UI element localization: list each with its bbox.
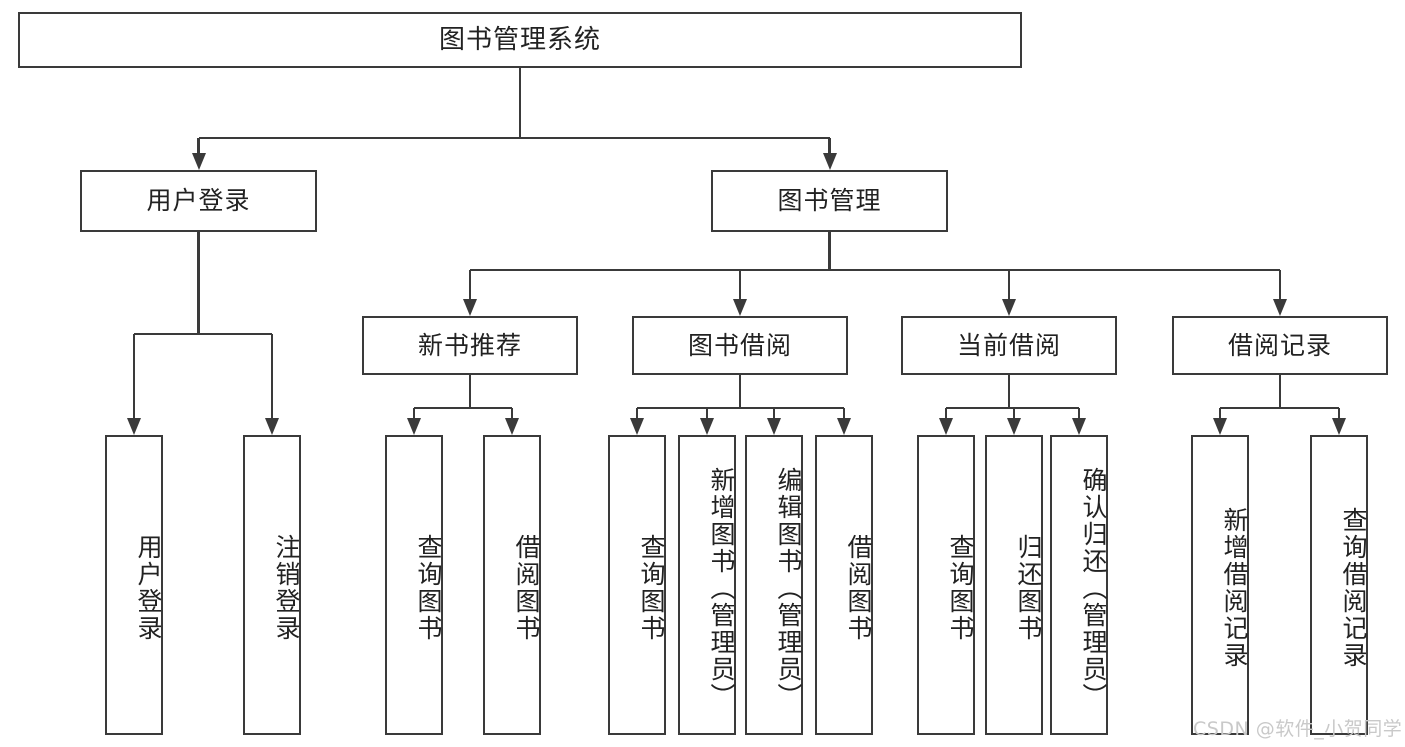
arrowhead-group-0-kid-1 bbox=[505, 418, 519, 435]
arrowhead-group-2-kid-1 bbox=[1007, 418, 1021, 435]
leaf-label: 查询借阅记录 bbox=[1339, 507, 1368, 669]
node-new-book-recommend[interactable]: 新书推荐 bbox=[362, 316, 578, 375]
edge-group-0-stem bbox=[468, 375, 472, 408]
arrowhead-user-login bbox=[191, 153, 206, 170]
leaf-label: 查询图书 bbox=[414, 534, 443, 642]
leaf-label: 查询图书 bbox=[946, 534, 975, 642]
csdn-watermark: CSDN @软件_小贺同学 bbox=[1193, 718, 1403, 740]
node-book-borrow[interactable]: 图书借阅 bbox=[632, 316, 848, 375]
edge-group-1-bus bbox=[637, 406, 844, 410]
arrowhead-group-1-kid-1 bbox=[700, 418, 714, 435]
arrowhead-book-manage bbox=[822, 153, 837, 170]
arrowhead-group-1-kid-3 bbox=[837, 418, 851, 435]
leaf-label: 借阅图书 bbox=[844, 534, 873, 642]
arrowhead-leaf-user-login bbox=[127, 418, 141, 435]
arrowhead-new-book-rec bbox=[463, 299, 477, 316]
node-current-borrow[interactable]: 当前借阅 bbox=[901, 316, 1117, 375]
node-borrow-record[interactable]: 借阅记录 bbox=[1172, 316, 1388, 375]
edge-group-0-drop-1 bbox=[510, 408, 514, 418]
leaf-label: 编辑图书（管理员） bbox=[774, 466, 803, 710]
leaf-user-login[interactable]: 用户登录 bbox=[105, 435, 163, 735]
arrowhead-group-1-kid-2 bbox=[767, 418, 781, 435]
leaf-label: 注销登录 bbox=[272, 534, 301, 642]
edge-book-manage-bus bbox=[470, 268, 1280, 272]
edge-group-1-drop-2 bbox=[772, 408, 776, 418]
arrowhead-current-borrow bbox=[1002, 299, 1016, 316]
edge-root-stem bbox=[518, 68, 522, 138]
leaf-borrow-book-rec[interactable]: 借阅图书 bbox=[483, 435, 541, 735]
edge-book-manage-drop-3 bbox=[1278, 270, 1282, 299]
leaf-label: 归还图书 bbox=[1014, 534, 1043, 642]
arrowhead-group-2-kid-0 bbox=[939, 418, 953, 435]
leaf-logout-login[interactable]: 注销登录 bbox=[243, 435, 301, 735]
leaf-add-borrow-record[interactable]: 新增借阅记录 bbox=[1191, 435, 1249, 735]
edge-book-manage-drop-2 bbox=[1007, 270, 1011, 299]
edge-user-login-drop-0 bbox=[132, 334, 136, 418]
leaf-add-book-admin[interactable]: 新增图书（管理员） bbox=[678, 435, 736, 735]
edge-group-1-stem bbox=[738, 375, 742, 408]
leaf-label: 借阅图书 bbox=[512, 534, 541, 642]
edge-user-login-drop-1 bbox=[270, 334, 274, 418]
edge-group-3-drop-1 bbox=[1337, 408, 1341, 418]
arrowhead-leaf-logout bbox=[265, 418, 279, 435]
arrowhead-borrow-record bbox=[1273, 299, 1287, 316]
edge-group-2-bus bbox=[946, 406, 1079, 410]
edge-book-manage-stem bbox=[828, 232, 831, 270]
leaf-edit-book-admin[interactable]: 编辑图书（管理员） bbox=[745, 435, 803, 735]
node-book-management[interactable]: 图书管理 bbox=[711, 170, 948, 232]
edge-group-3-bus bbox=[1220, 406, 1339, 410]
edge-user-login-bus bbox=[134, 332, 272, 336]
node-book-management-system[interactable]: 图书管理系统 bbox=[18, 12, 1022, 68]
leaf-confirm-return-admin[interactable]: 确认归还（管理员） bbox=[1050, 435, 1108, 735]
leaf-label: 查询图书 bbox=[637, 534, 666, 642]
arrowhead-group-3-kid-0 bbox=[1213, 418, 1227, 435]
edge-group-1-drop-1 bbox=[705, 408, 709, 418]
leaf-label: 新增借阅记录 bbox=[1220, 507, 1249, 669]
arrowhead-group-2-kid-2 bbox=[1072, 418, 1086, 435]
edge-group-3-stem bbox=[1278, 375, 1282, 408]
edge-book-manage-drop-0 bbox=[468, 270, 472, 299]
edge-root-drop-right bbox=[828, 138, 831, 153]
leaf-query-book-cur[interactable]: 查询图书 bbox=[917, 435, 975, 735]
node-user-login[interactable]: 用户登录 bbox=[80, 170, 317, 232]
leaf-query-borrow-record[interactable]: 查询借阅记录 bbox=[1310, 435, 1368, 735]
edge-book-manage-drop-1 bbox=[738, 270, 742, 299]
edge-root-drop-left bbox=[197, 138, 200, 153]
edge-group-0-bus bbox=[414, 406, 512, 410]
edge-group-2-stem bbox=[1007, 375, 1011, 408]
arrowhead-group-3-kid-1 bbox=[1332, 418, 1346, 435]
arrowhead-book-borrow bbox=[733, 299, 747, 316]
edge-group-2-drop-0 bbox=[944, 408, 948, 418]
edge-group-2-drop-1 bbox=[1012, 408, 1016, 418]
leaf-return-book[interactable]: 归还图书 bbox=[985, 435, 1043, 735]
arrowhead-group-1-kid-0 bbox=[630, 418, 644, 435]
edge-group-3-drop-0 bbox=[1218, 408, 1222, 418]
leaf-label: 新增图书（管理员） bbox=[707, 466, 736, 710]
edge-group-2-drop-2 bbox=[1077, 408, 1081, 418]
leaf-query-book[interactable]: 查询图书 bbox=[608, 435, 666, 735]
edge-group-1-drop-0 bbox=[635, 408, 639, 418]
leaf-label: 用户登录 bbox=[134, 534, 163, 642]
edge-group-0-drop-0 bbox=[412, 408, 416, 418]
edge-group-1-drop-3 bbox=[842, 408, 846, 418]
leaf-borrow-book[interactable]: 借阅图书 bbox=[815, 435, 873, 735]
arrowhead-group-0-kid-0 bbox=[407, 418, 421, 435]
leaf-query-book-rec[interactable]: 查询图书 bbox=[385, 435, 443, 735]
edge-root-bus bbox=[198, 136, 830, 140]
leaf-label: 确认归还（管理员） bbox=[1079, 466, 1108, 710]
edge-user-login-stem bbox=[197, 232, 200, 334]
